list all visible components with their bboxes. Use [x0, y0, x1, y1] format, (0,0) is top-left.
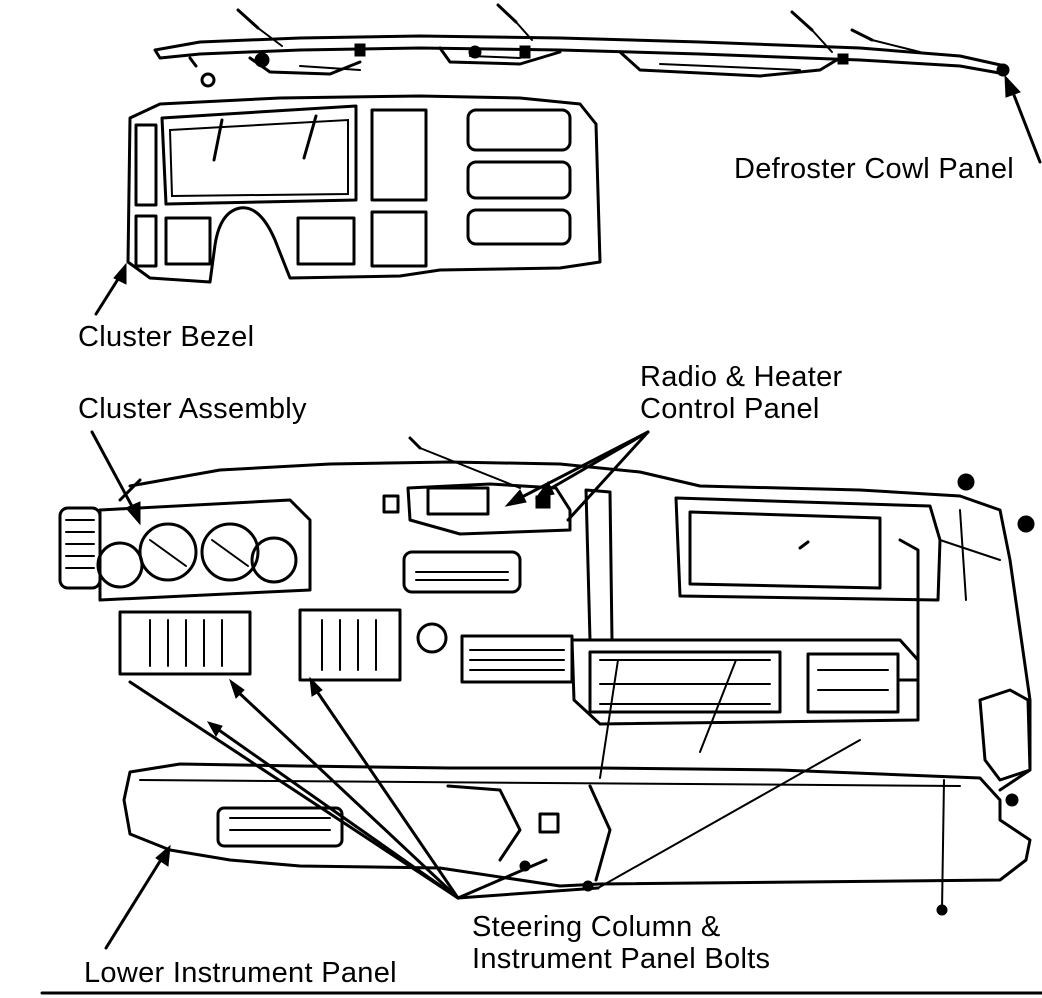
label-steering-bolts-line2: Instrument Panel Bolts	[472, 943, 771, 975]
defroster-cowl-panel	[153, 34, 1010, 78]
cluster-assembly-arrow	[90, 430, 141, 526]
defroster-arrow	[1004, 74, 1042, 164]
radio-heater-arrows	[504, 430, 650, 522]
cowl-screws	[188, 3, 921, 88]
label-defroster-cowl-panel: Defroster Cowl Panel	[734, 153, 1014, 185]
label-radio-heater-line1: Radio & Heater	[640, 361, 843, 393]
cluster-bezel-arrow	[94, 262, 127, 316]
label-radio-heater-line2: Control Panel	[640, 393, 820, 425]
label-cluster-assembly: Cluster Assembly	[78, 393, 307, 425]
lower-instrument-panel	[122, 762, 1032, 916]
label-cluster-bezel: Cluster Bezel	[78, 321, 255, 353]
main-instrument-panel	[58, 436, 1035, 807]
bolt-pointer-lines	[128, 659, 945, 911]
label-steering-bolts-line1: Steering Column &	[472, 911, 721, 943]
cluster-bezel	[126, 94, 602, 284]
lower-panel-arrow	[104, 844, 171, 950]
label-lower-instrument-panel: Lower Instrument Panel	[84, 957, 397, 989]
